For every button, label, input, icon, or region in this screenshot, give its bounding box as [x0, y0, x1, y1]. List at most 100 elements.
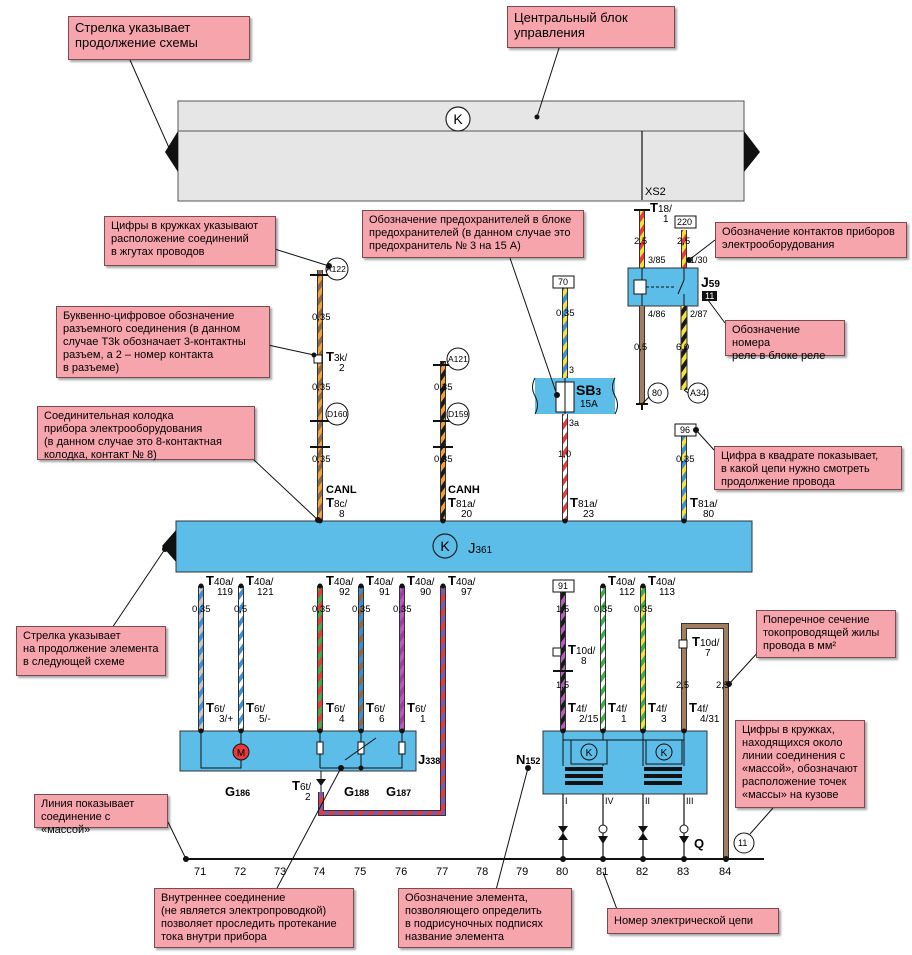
g187-label: G187 [386, 784, 411, 799]
j361-left-arrow [162, 530, 176, 562]
circle-80 [647, 382, 669, 404]
square-91-text: 91 [558, 581, 569, 591]
n152-label: N152 [516, 752, 540, 767]
callout-arrow-element: Стрелка указывает на продолжение элемент… [16, 626, 166, 676]
callout-ground-circles: Цифры в кружках, находящихся около линии… [735, 720, 865, 808]
coil-iii: III [686, 796, 694, 806]
circle-a121 [446, 347, 470, 371]
sb3-amp: 15A [580, 399, 598, 410]
wire-size: 1,5 [556, 680, 570, 691]
circuit-number: 75 [354, 866, 367, 878]
connector-t3k: T3k/2 [326, 349, 347, 374]
wire-size: 1,0 [558, 449, 572, 460]
c-main: T [568, 700, 576, 715]
circuit-number: 84 [719, 866, 732, 878]
g186-label: G186 [225, 784, 250, 799]
sb3-pin-out: 3a [569, 418, 580, 428]
callout-cross-section: Поперечное сечение токопроводящей жилы п… [756, 610, 896, 658]
c-main: T [568, 642, 576, 657]
circuit-number: 74 [313, 866, 326, 878]
c-main: T [570, 495, 578, 510]
wire-t10d-7 [681, 623, 729, 859]
c-main: T [692, 634, 700, 649]
coil-i: I [565, 796, 568, 806]
j59-main: J [701, 274, 709, 290]
g187-main: G [386, 784, 397, 799]
c-pin: 1 [621, 714, 627, 725]
q-label: Q [694, 836, 705, 851]
square-70-text: 70 [558, 277, 569, 287]
j361-panel [175, 520, 753, 573]
callout-relay-number: Обозначение номера реле в блоке реле [725, 320, 845, 362]
c-main: T [326, 349, 334, 364]
connector-t40a-113: T40a/113 [648, 573, 676, 598]
c-main: T [648, 573, 656, 588]
c-sub: 8c/ [333, 499, 348, 510]
c-main: T [366, 573, 374, 588]
connector-t40a-91: T40a/91 [366, 573, 394, 598]
c-sub: 40a/ [455, 577, 476, 588]
c-pin: 8 [581, 656, 587, 667]
c-sub: 40a/ [373, 577, 394, 588]
wire-size: 0,5 [234, 604, 248, 615]
circuit-number: 82 [636, 866, 649, 878]
n152-k-left-letter: K [586, 748, 593, 759]
g187-sub: 187 [396, 788, 412, 798]
c-sub: 40a/ [333, 577, 354, 588]
c-main: T [326, 700, 334, 715]
c-pin: 1 [420, 714, 426, 725]
connector-t8c: T8c/8 [326, 496, 348, 520]
connector-t81a-20: T81a/20 [448, 496, 475, 520]
c-sub: 4f/ [655, 704, 668, 715]
j361-k-letter: K [440, 538, 450, 554]
c-sub: 81a/ [577, 499, 598, 510]
circle-d159 [446, 402, 470, 426]
square-220-text: 220 [677, 217, 693, 227]
wire-size: 0,35 [393, 604, 412, 615]
connector-t4f-215: T4f/2/15 [568, 700, 599, 725]
n152-sub: 152 [525, 756, 541, 766]
sb3-label: SB3 [576, 382, 601, 398]
circuit-number: 71 [194, 866, 207, 878]
circle-80-text: 80 [652, 388, 663, 398]
wire-size: 0,35 [312, 604, 331, 615]
c-main: T [448, 573, 456, 588]
wire-size: 6,0 [676, 342, 690, 353]
square-220 [674, 215, 697, 229]
c-pin: 4/31 [700, 714, 720, 725]
c-sub: 40a/ [655, 577, 676, 588]
c-sub: 6t/ [299, 782, 312, 793]
connector-t6t-6: T6t/6 [366, 700, 385, 725]
panel-right-arrow [744, 131, 760, 172]
circuit-number: 77 [436, 866, 449, 878]
c-main: T [608, 573, 616, 588]
circle-a34-text: A34 [690, 388, 707, 398]
wire-size: 0,35 [676, 454, 695, 465]
j59-sub: 59 [708, 279, 720, 290]
c-sub: 6t/ [253, 704, 266, 715]
callout-central-unit: Центральный блок управления [507, 6, 675, 48]
connector-t10d-8: T10d/8 [568, 642, 595, 667]
c-pin: 2/15 [579, 714, 599, 725]
circuit-number: 76 [395, 866, 408, 878]
sb3-main: SB [576, 382, 596, 398]
coil-ii: II [645, 796, 651, 806]
c-sub: 40a/ [615, 577, 636, 588]
c-pin: 92 [339, 587, 351, 598]
c-main: T [292, 778, 300, 793]
c-main: T [326, 573, 334, 588]
wire-size: 0,35 [352, 604, 371, 615]
callout-square-digit: Цифра в квадрате показывает, в какой цеп… [714, 446, 902, 490]
j338-label: J338 [418, 752, 440, 767]
callout-element-designation: Обозначение элемента, позволяющего опред… [398, 888, 572, 948]
n152-k-right [655, 743, 673, 761]
c-main: T [366, 700, 374, 715]
callout-internal-connection: Внутреннее соединение (не является элект… [154, 888, 354, 948]
connector-t40a-97: T40a/97 [448, 573, 476, 598]
n152-k-left [580, 743, 598, 761]
connector-t40a-112: T40a/112 [608, 573, 636, 598]
circle-a121-text: A121 [448, 354, 468, 364]
g186-main: G [225, 784, 236, 799]
c-pin: 6 [379, 714, 385, 725]
motor-letter: M [237, 748, 245, 759]
